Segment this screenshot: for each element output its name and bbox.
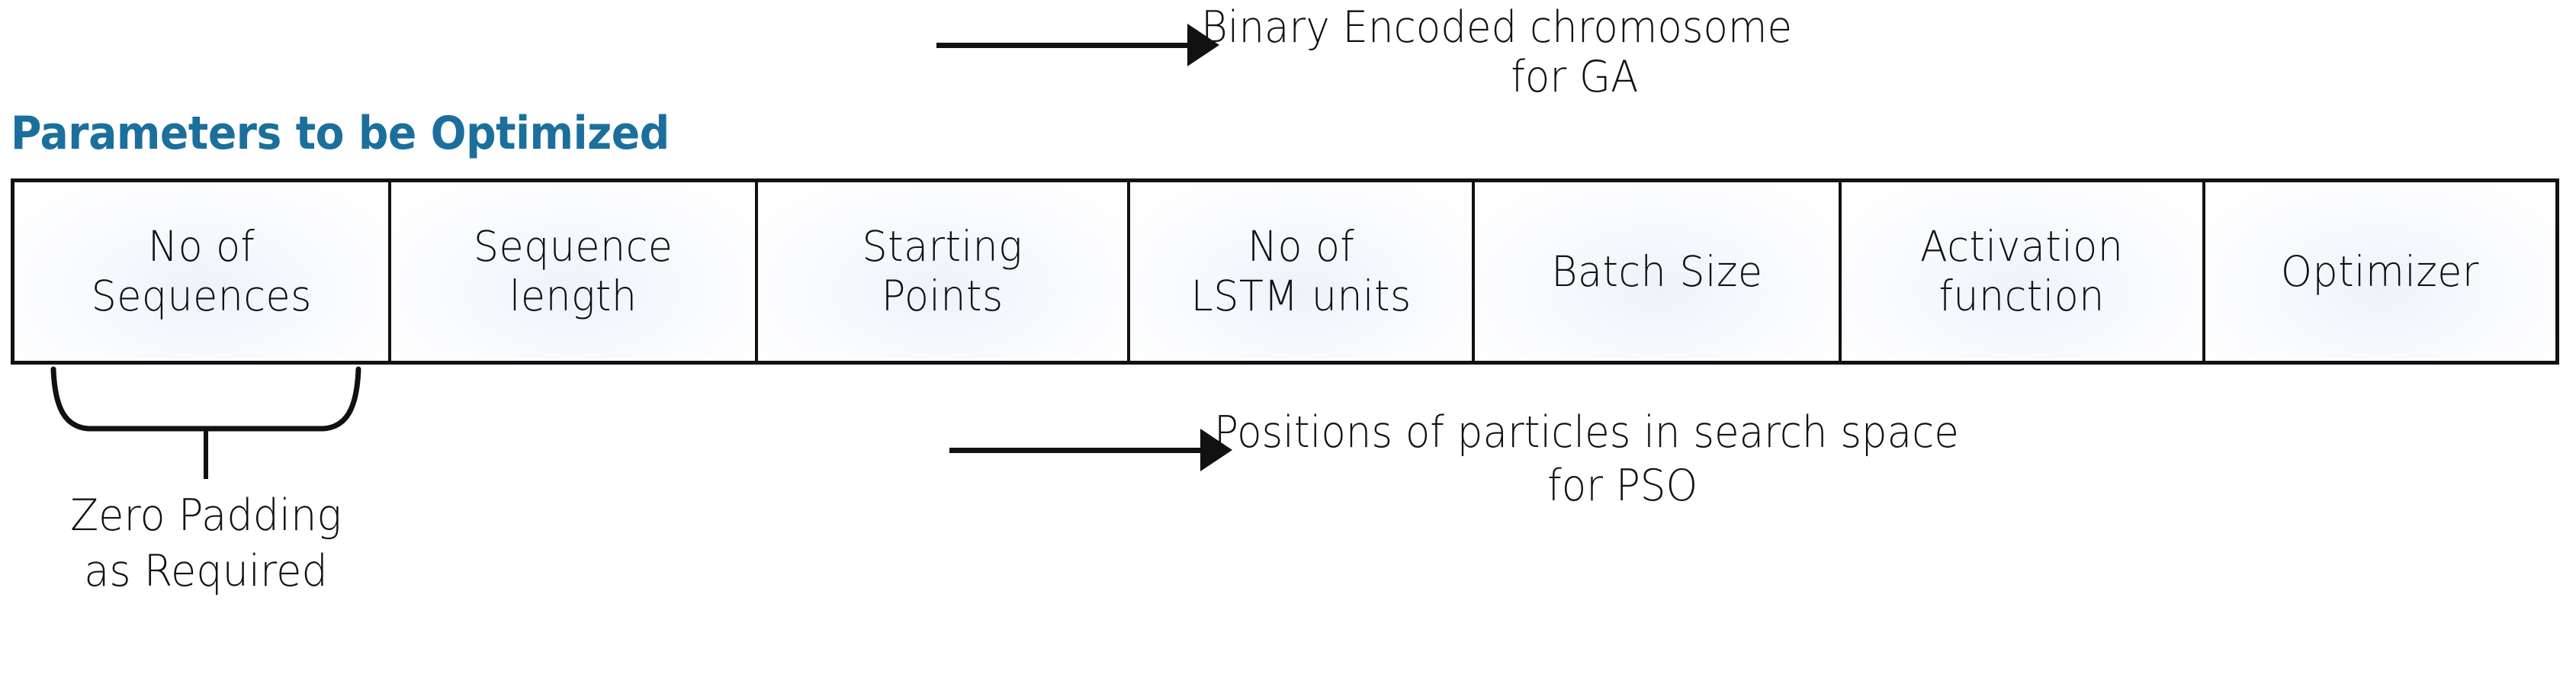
cell-line-1: Activation <box>1920 222 2124 272</box>
ga-annotation-arrow <box>936 24 1219 66</box>
page-title: Parameters to be Optimized <box>11 107 670 160</box>
cell-line-1: Starting <box>862 222 1023 272</box>
cell-line-1: Batch Size <box>1550 246 1763 296</box>
table-cell-no-of-lstm-units[interactable]: No of LSTM units <box>1130 182 1475 361</box>
arrow-shaft <box>936 42 1188 48</box>
cell-label: Activation function <box>1920 222 2123 321</box>
brace-shape-icon <box>50 366 361 479</box>
zero-padding-brace <box>46 365 366 479</box>
cell-label: Starting Points <box>862 222 1023 321</box>
cell-label: Sequence length <box>474 222 673 321</box>
parameter-table: No of Sequences Sequence length Starting… <box>11 178 2559 365</box>
cell-label: No of Sequences <box>91 222 311 321</box>
cell-line-2: Sequences <box>91 272 312 320</box>
cell-line-1: Sequence <box>473 222 673 272</box>
cell-line-2: length <box>509 272 638 320</box>
pso-annotation-arrow <box>949 429 1232 471</box>
table-cell-sequence-length[interactable]: Sequence length <box>391 182 758 361</box>
pso-annotation-line2: for PSO <box>1547 461 1698 511</box>
table-cell-batch-size[interactable]: Batch Size <box>1475 182 1842 361</box>
zero-padding-caption: Zero Padding as Required <box>46 488 366 599</box>
caption-line-2: as Required <box>84 545 328 596</box>
cell-line-2: Points <box>882 272 1004 320</box>
cell-line-1: No of <box>1247 222 1355 272</box>
caption-line-1: Zero Padding <box>70 490 342 541</box>
arrow-head-icon <box>1187 24 1219 66</box>
ga-annotation-line2: for GA <box>1511 52 1639 102</box>
cell-label: Batch Size <box>1551 247 1762 297</box>
table-cell-starting-points[interactable]: Starting Points <box>758 182 1130 361</box>
cell-line-1: Optimizer <box>2280 246 2480 296</box>
table-cell-optimizer[interactable]: Optimizer <box>2205 182 2555 361</box>
ga-annotation-line1: Binary Encoded chromosome <box>1201 2 1793 53</box>
cell-label: No of LSTM units <box>1190 222 1411 321</box>
cell-line-2: LSTM units <box>1190 272 1412 320</box>
table-cell-no-of-sequences[interactable]: No of Sequences <box>14 182 391 361</box>
pso-annotation-line1: Positions of particles in search space <box>1214 407 1959 458</box>
cell-label: Optimizer <box>2281 247 2479 297</box>
cell-line-1: No of <box>147 222 255 272</box>
arrow-head-icon <box>1200 429 1232 471</box>
arrow-shaft <box>949 447 1201 453</box>
cell-line-2: function <box>1938 272 2105 320</box>
table-cell-activation-function[interactable]: Activation function <box>1842 182 2205 361</box>
